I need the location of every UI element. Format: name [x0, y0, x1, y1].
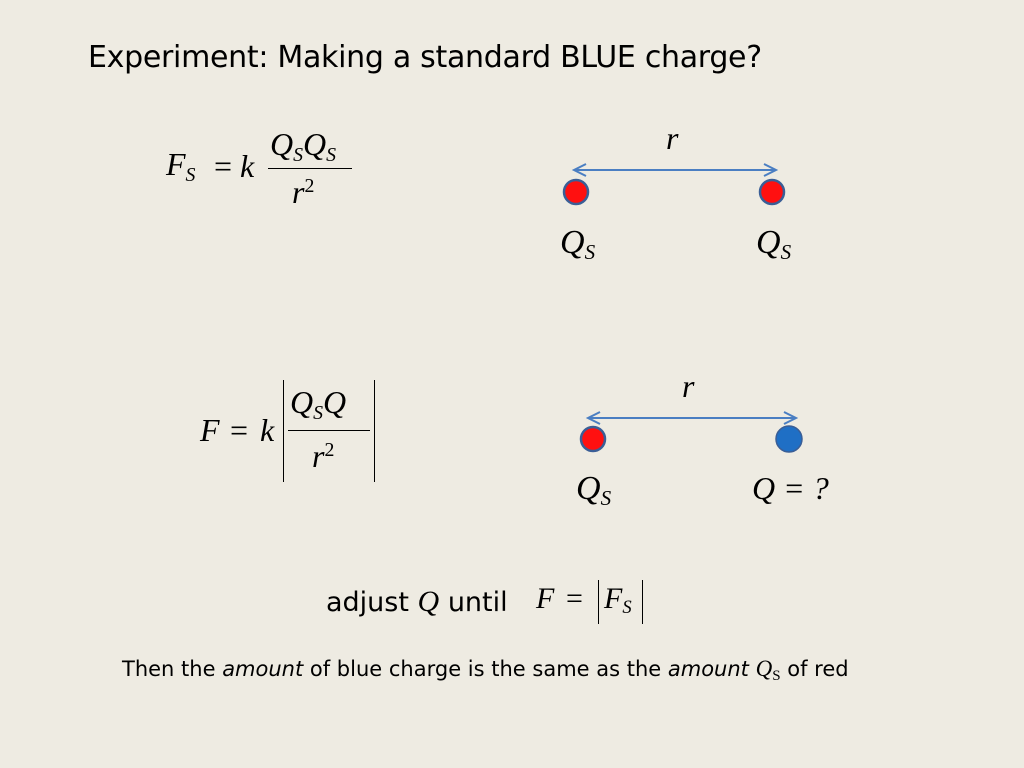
diagram2-left-charge-label: QS — [576, 470, 612, 510]
eq1-equals: = — [214, 148, 233, 184]
diagram1-left-charge — [562, 178, 590, 206]
eq2-denominator: r2 — [312, 440, 334, 472]
eq2-abs-left-bar — [283, 380, 285, 482]
conclusion-q-sub: S — [772, 668, 781, 685]
eq2-k: k — [260, 412, 275, 448]
diagram1-left-sub: S — [584, 239, 596, 264]
diagram2-left-sub: S — [600, 485, 612, 510]
eq1-lhs-sub: S — [185, 163, 196, 186]
diagram1-graphic — [562, 163, 786, 206]
diagram1-right-sub: S — [780, 239, 792, 264]
equation-standard-force: FS — [166, 146, 195, 184]
diagram2-distance-label: r — [682, 368, 695, 404]
adjust-eq-equals: = — [566, 582, 583, 615]
eq1-fraction-line — [268, 168, 352, 170]
conclusion-amount2: amount — [667, 657, 749, 681]
diagram1-distance-label: r — [666, 120, 679, 156]
eq1-num-q2-sub: S — [326, 143, 337, 166]
adjust-eq-rhs: FS — [604, 582, 632, 619]
eq1-k: k — [240, 148, 255, 184]
adjust-abs-left-bar — [598, 580, 600, 624]
eq1-num-q1: Q — [270, 126, 294, 162]
conclusion-text: Then the amount of blue charge is the sa… — [122, 656, 849, 685]
eq1-lhs: F — [166, 146, 186, 182]
adjust-instruction: adjust Q until — [326, 585, 508, 619]
slide-title: Experiment: Making a standard BLUE charg… — [88, 40, 762, 75]
eq2-lhs: F — [200, 412, 220, 448]
diagram2-double-arrow — [585, 411, 799, 425]
eq2-fraction-line — [288, 430, 370, 432]
eq2-equals: = — [230, 412, 249, 448]
conclusion-q: Q — [755, 656, 773, 681]
eq1-numerator: QSQS — [270, 126, 336, 164]
diagram1-right-charge — [758, 178, 786, 206]
conclusion-part2: of blue charge is the same as the — [303, 657, 668, 681]
eq2-num-q1-sub: S — [313, 401, 324, 424]
eq2-num-q1: Q — [290, 384, 314, 420]
adjust-eq-lhs: F — [536, 582, 555, 615]
eq1-denominator: r2 — [292, 176, 314, 208]
eq1-num-q2: Q — [303, 126, 327, 162]
eq2-numerator: QSQ — [290, 384, 347, 422]
eq2-den-r: r — [312, 438, 325, 474]
adjust-eq-rhs-sub: S — [622, 597, 632, 619]
conclusion-part3: of red — [780, 657, 849, 681]
diagram1-left-charge-label: QS — [560, 224, 596, 264]
conclusion-part1: Then the — [122, 657, 223, 681]
diagram2-blue-charge — [775, 425, 803, 453]
eq2-den-exp: 2 — [324, 439, 335, 462]
eq1-den-r: r — [292, 174, 305, 210]
adjust-suffix: until — [447, 587, 508, 618]
eq1-den-exp: 2 — [304, 175, 315, 198]
diagram2-graphic — [579, 411, 803, 453]
eq2-abs-right-bar — [374, 380, 376, 482]
diagram2-right-charge-label: Q = ? — [752, 470, 829, 506]
conclusion-amount1: amount — [222, 657, 304, 681]
adjust-prefix: adjust — [326, 587, 409, 618]
diagram1-right-charge-label: QS — [756, 224, 792, 264]
eq1-num-q1-sub: S — [293, 143, 304, 166]
adjust-var-q: Q — [417, 585, 440, 618]
eq2-num-q2: Q — [323, 384, 347, 420]
diagram2-red-charge — [579, 425, 607, 453]
adjust-abs-right-bar — [642, 580, 644, 624]
diagram1-double-arrow — [571, 163, 779, 177]
